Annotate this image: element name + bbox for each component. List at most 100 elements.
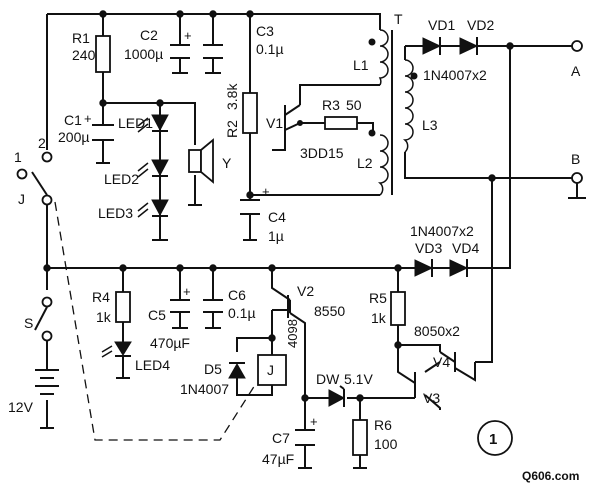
transistors-v3-v4: 8050x2 V4 V3 xyxy=(414,323,476,406)
figure-number-text: 1 xyxy=(489,431,497,448)
r4-ref: R4 xyxy=(92,289,110,305)
c4-value: 1µ xyxy=(268,228,284,244)
transistor-v1: V1 3DD15 xyxy=(266,104,344,161)
vd4-ref: VD4 xyxy=(452,240,479,256)
switch-s: S xyxy=(24,296,53,342)
terminal-b-label: B xyxy=(571,151,580,167)
c4-ref: C4 xyxy=(268,209,286,225)
c3-value: 0.1µ xyxy=(256,41,284,57)
zener-dw: DW 5.1V xyxy=(316,371,373,407)
svg-text:+: + xyxy=(262,184,270,199)
vd2-ref: VD2 xyxy=(467,17,494,33)
transformer-t: T L1 L2 L3 xyxy=(353,11,438,196)
relay-ref: J xyxy=(267,362,274,378)
d5-ref: D5 xyxy=(204,361,222,377)
battery: 12V xyxy=(8,369,59,429)
capacitor-c3: C3 0.1µ xyxy=(256,23,284,57)
resistor-r1: R1 240 xyxy=(72,30,111,73)
l1-ref: L1 xyxy=(353,57,369,73)
c1-value: 200µ xyxy=(58,129,89,145)
diode-d5: D5 1N4007 xyxy=(180,361,246,397)
svg-text:+: + xyxy=(183,284,191,299)
figure-number: 1 xyxy=(477,420,513,456)
ic-part: 4098 xyxy=(285,319,300,348)
resistor-r3: R3 50 xyxy=(322,97,362,130)
s-ref: S xyxy=(24,315,33,331)
c2-value: 1000µ xyxy=(124,46,163,62)
wiring xyxy=(46,13,577,468)
l3-ref: L3 xyxy=(422,117,438,133)
c6-ref: C6 xyxy=(228,287,246,303)
capacitor-c5: + C5 470µF xyxy=(148,284,191,351)
c7-ref: C7 xyxy=(272,430,290,446)
capacitor-c7: + C7 47µF xyxy=(262,414,318,469)
switch-pos1: 1 xyxy=(14,149,22,165)
led-chain: LED1 LED2 LED3 xyxy=(98,114,169,241)
r3-value: 50 xyxy=(346,97,362,113)
resistor-r5: R5 1k xyxy=(369,290,406,326)
vd3-ref: VD3 xyxy=(415,240,442,256)
r2-value: 3.8k xyxy=(224,83,240,110)
vd1-ref: VD1 xyxy=(428,17,455,33)
capacitor-c4: + C4 1µ xyxy=(240,184,286,244)
r4-value: 1k xyxy=(96,309,112,325)
switch-ref: J xyxy=(18,191,25,207)
battery-value: 12V xyxy=(8,399,34,415)
led3-ref: LED3 xyxy=(98,205,133,221)
resistor-r6: R6 100 xyxy=(352,417,398,469)
y-ref: Y xyxy=(222,155,232,171)
terminal-b xyxy=(571,172,583,184)
svg-text:+: + xyxy=(310,414,318,429)
resistor-r4: R4 1k xyxy=(92,289,131,325)
v2-part: 8550 xyxy=(314,303,345,319)
r3-ref: R3 xyxy=(322,97,340,113)
output-terminals: A B xyxy=(520,40,586,199)
capacitor-c6: C6 0.1µ xyxy=(203,287,256,329)
r6-value: 100 xyxy=(374,436,398,452)
resistor-r2: R2 3.8k xyxy=(224,83,258,138)
diode-vd1-vd2: VD1 VD2 1N4007x2 xyxy=(422,17,494,83)
c5-value: 470µF xyxy=(150,335,190,351)
vd12-part: 1N4007x2 xyxy=(423,67,487,83)
c6-value: 0.1µ xyxy=(228,305,256,321)
l2-ref: L2 xyxy=(357,155,373,171)
v2-ref: V2 xyxy=(297,283,314,299)
c3-ref: C3 xyxy=(256,23,274,39)
capacitor-c1: + C1 200µ xyxy=(58,111,114,164)
r2-ref: R2 xyxy=(224,120,240,138)
v1-ref: V1 xyxy=(266,115,283,131)
r5-value: 1k xyxy=(371,310,387,326)
switch-pos2: 2 xyxy=(38,135,46,151)
watermark-text: Q606.com xyxy=(522,469,579,483)
relay-j: J xyxy=(257,354,287,386)
led4-ref: LED4 xyxy=(135,357,170,373)
c2-ref: C2 xyxy=(140,27,158,43)
v3-ref: V3 xyxy=(423,390,440,406)
v4-ref: V4 xyxy=(433,354,450,370)
relay-link-dashed xyxy=(54,201,256,441)
c7-value: 47µF xyxy=(262,451,294,467)
r1-value: 240 xyxy=(72,47,96,63)
v1-part: 3DD15 xyxy=(300,145,344,161)
dw-ref: DW xyxy=(316,371,340,387)
junction-dots xyxy=(43,10,514,402)
capacitor-c2: + C2 1000µ xyxy=(124,27,223,74)
t-ref: T xyxy=(394,11,403,27)
led1-ref: LED1 xyxy=(118,115,153,131)
buzzer-y: Y xyxy=(188,138,232,206)
d5-part: 1N4007 xyxy=(180,381,229,397)
led4: LED4 xyxy=(101,341,170,379)
terminal-a xyxy=(571,40,583,52)
transistor-v2: V2 8550 4098 xyxy=(285,283,345,348)
v34-part: 8050x2 xyxy=(414,323,460,339)
switch-j: 2 1 J xyxy=(14,135,53,268)
led2-ref: LED2 xyxy=(104,171,139,187)
svg-text:+: + xyxy=(184,28,192,43)
r1-ref: R1 xyxy=(72,30,90,46)
c5-ref: C5 xyxy=(148,307,166,323)
r5-ref: R5 xyxy=(369,290,387,306)
terminal-a-label: A xyxy=(571,63,581,79)
c1-ref: C1 xyxy=(64,112,82,128)
diode-vd3-vd4: VD3 VD4 1N4007x2 xyxy=(410,223,479,277)
